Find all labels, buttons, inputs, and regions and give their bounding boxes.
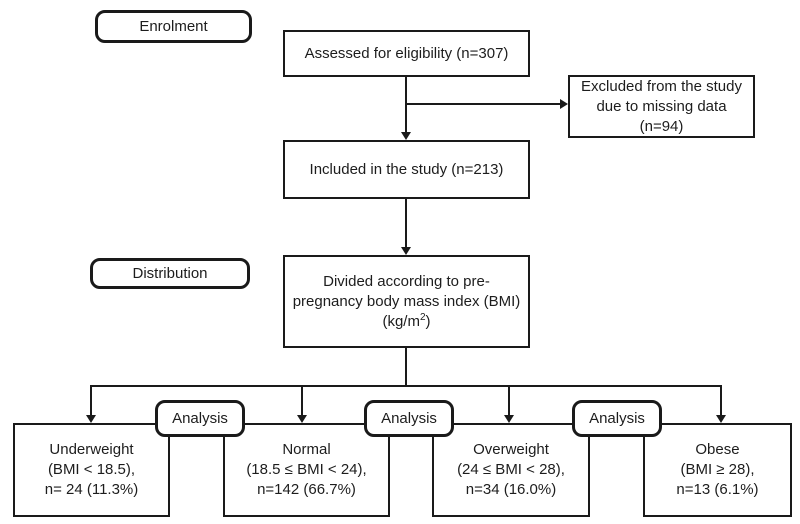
obese-category-box: Obese (BMI ≥ 28), n=13 (6.1%) (643, 423, 792, 517)
divided-unit-suffix: ) (425, 312, 431, 330)
overweight-criteria: (24 ≤ BMI < 28), (457, 461, 565, 478)
connector-included-to-divided (405, 199, 407, 249)
divided-unit-superscript: 2 (419, 311, 426, 323)
enrolment-stage-label: Enrolment (95, 10, 252, 43)
divided-line-1: Divided according to pre- (323, 272, 490, 290)
arrowhead-excluded-icon (560, 99, 568, 109)
arrowhead-overweight-icon (504, 415, 514, 423)
analysis-text-3: Analysis (589, 410, 645, 427)
overweight-category-box: Overweight (24 ≤ BMI < 28), n=34 (16.0%) (432, 423, 590, 517)
underweight-name: Underweight (49, 441, 134, 458)
arrowhead-normal-icon (297, 415, 307, 423)
underweight-category-box: Underweight (BMI < 18.5), n= 24 (11.3%) (13, 423, 170, 517)
connector-assessed-to-included (405, 77, 407, 134)
distribution-stage-text: Distribution (132, 265, 208, 282)
obese-criteria: (BMI ≥ 28), (680, 461, 755, 478)
connector-to-obese (720, 386, 722, 416)
underweight-criteria: (BMI < 18.5), (47, 461, 136, 478)
excluded-line-3: (n=94) (639, 117, 684, 135)
connector-to-excluded (405, 103, 562, 105)
analysis-text-1: Analysis (172, 410, 228, 427)
excluded-line-1: Excluded from the study (581, 77, 742, 95)
distribution-stage-label: Distribution (90, 258, 250, 289)
arrowhead-underweight-icon (86, 415, 96, 423)
arrowhead-included-icon (401, 132, 411, 140)
connector-to-overweight (508, 386, 510, 416)
normal-name: Normal (282, 441, 331, 458)
analysis-label-1: Analysis (155, 400, 245, 437)
included-in-study-box: Included in the study (n=213) (283, 140, 530, 199)
included-text: Included in the study (n=213) (309, 160, 504, 178)
obese-count: n=13 (6.1%) (676, 481, 759, 498)
overweight-name: Overweight (473, 441, 549, 458)
divided-line-2: pregnancy body mass index (BMI) (292, 292, 521, 310)
excluded-box: Excluded from the study due to missing d… (568, 75, 755, 138)
normal-category-box: Normal (18.5 ≤ BMI < 24), n=142 (66.7%) (223, 423, 390, 517)
assessed-text: Assessed for eligibility (n=307) (304, 44, 509, 62)
divided-unit-line: (kg/m2) (382, 312, 430, 332)
obese-name: Obese (695, 441, 740, 458)
connector-to-normal (301, 386, 303, 416)
excluded-line-2: due to missing data (596, 97, 727, 115)
enrolment-stage-text: Enrolment (139, 18, 208, 35)
divided-unit-prefix: (kg/m (382, 312, 420, 330)
connector-divided-to-branch (405, 348, 407, 386)
branch-line (90, 385, 722, 387)
analysis-label-3: Analysis (572, 400, 662, 437)
arrowhead-divided-icon (401, 247, 411, 255)
assessed-for-eligibility-box: Assessed for eligibility (n=307) (283, 30, 530, 77)
analysis-text-2: Analysis (381, 410, 437, 427)
arrowhead-obese-icon (716, 415, 726, 423)
normal-count: n=142 (66.7%) (257, 481, 356, 498)
normal-criteria: (18.5 ≤ BMI < 24), (246, 461, 367, 478)
underweight-count: n= 24 (11.3%) (44, 481, 139, 498)
overweight-count: n=34 (16.0%) (465, 481, 557, 498)
analysis-label-2: Analysis (364, 400, 454, 437)
connector-to-underweight (90, 386, 92, 416)
divided-by-bmi-box: Divided according to pre- pregnancy body… (283, 255, 530, 348)
